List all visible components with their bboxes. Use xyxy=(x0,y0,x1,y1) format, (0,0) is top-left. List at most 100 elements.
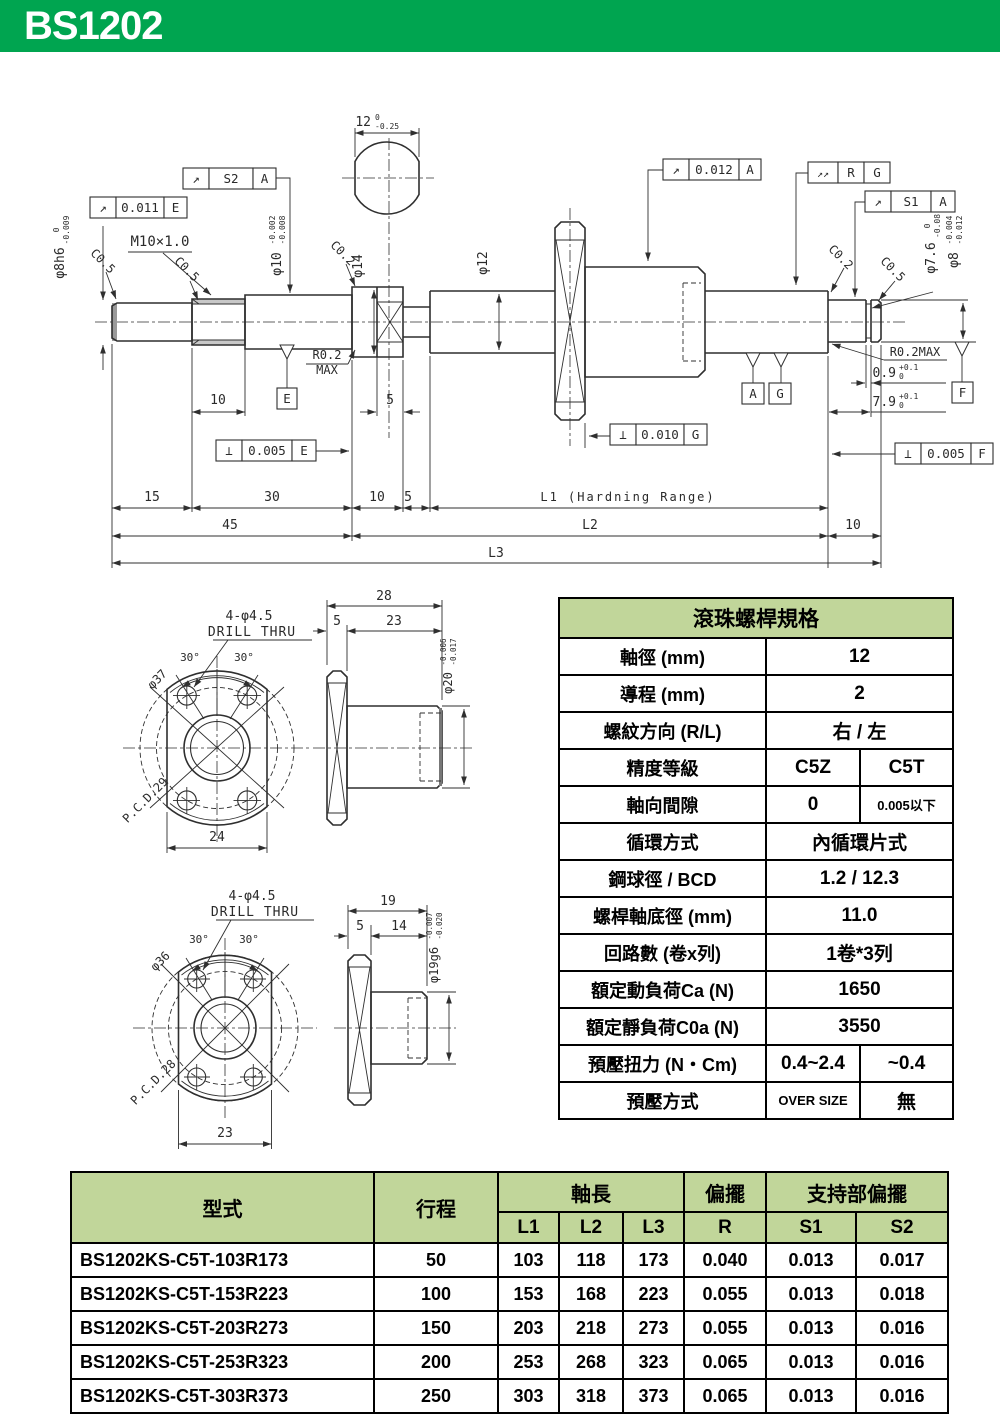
dim-phi8-tol-lo: -0.012 xyxy=(955,215,964,244)
fillet-note: R0.2MAX xyxy=(890,345,941,359)
spec-value: 3550 xyxy=(764,1007,955,1046)
dim-length: 19 xyxy=(380,894,396,909)
dim-across-flats: 12 xyxy=(355,115,371,130)
fcf-runout-s1a-text: A xyxy=(939,194,947,209)
col-header-l2: L2 xyxy=(558,1211,624,1244)
dim-phi19g6: φ19g6 xyxy=(427,947,441,983)
model-table: 型式 行程 軸長 偏擺 支持部偏擺 L1 L2 L3 R S1 S2 BS120… xyxy=(70,1171,949,1414)
value-cell: 200 xyxy=(373,1344,499,1380)
dim-phi10-tol-lo: -0.008 xyxy=(278,215,287,244)
dim-journal-tol-hi: +0.1 xyxy=(899,392,918,401)
dim-phi7-6: φ7.6 xyxy=(924,242,939,273)
spec-value: 1.2 / 12.3 xyxy=(764,859,955,898)
fcf-perp-010g-text: ⊥ xyxy=(619,427,627,442)
fcf-runout-s1a-text: S1 xyxy=(903,194,918,209)
fcf-perp-005e-cell xyxy=(291,439,317,462)
model-name-cell: BS1202KS-C5T-303R373 xyxy=(70,1378,375,1414)
holes-note: DRILL THRU xyxy=(208,625,296,640)
fcf-perp-005e-text: E xyxy=(300,443,308,458)
dim-phi8h6: φ8h6 xyxy=(53,247,68,278)
dim-phi7-6-tol-hi: 0 xyxy=(923,223,932,228)
model-name-cell: BS1202KS-C5T-253R323 xyxy=(70,1344,375,1380)
dim-length: 10 xyxy=(845,518,861,533)
model-name-cell: BS1202KS-C5T-203R273 xyxy=(70,1310,375,1346)
value-cell: 0.013 xyxy=(765,1310,857,1346)
shaft-geometry xyxy=(95,128,976,568)
spec-label: 鋼球徑 / BCD xyxy=(558,859,767,898)
value-cell: 0.013 xyxy=(765,1242,857,1278)
value-cell: 0.018 xyxy=(855,1276,949,1312)
fcf-perp-005e-text: ⊥ xyxy=(225,443,233,458)
dim-length: L3 xyxy=(488,546,504,561)
dim-width: 23 xyxy=(217,1126,233,1141)
dim-phi8: φ8 xyxy=(947,252,962,268)
spec-table: 滾珠螺桿規格 軸徑 (mm) 12 導程 (mm) 2 螺紋方向 (R/L) 右… xyxy=(557,597,955,1120)
dim-length: 5 xyxy=(333,614,341,629)
model-name-cell: BS1202KS-C5T-153R223 xyxy=(70,1276,375,1312)
fcf-runout-s2a-text: ↗ xyxy=(192,171,200,186)
thread-label: M10×1.0 xyxy=(130,234,189,250)
spec-label: 螺桿軸底徑 (mm) xyxy=(558,896,767,935)
col-header-runout: 偏擺 xyxy=(683,1171,767,1213)
spec-label: 預壓扭力 (N・Cm) xyxy=(558,1044,767,1083)
dim-groove-tol-hi: +0.1 xyxy=(899,363,918,372)
spec-value: C5Z xyxy=(765,748,861,787)
dim-length: L2 xyxy=(582,518,598,533)
value-cell: 0.013 xyxy=(765,1276,857,1312)
fcf-perp-005f-text: 0.005 xyxy=(927,446,965,461)
fcf-total-runout-rg-text: R xyxy=(847,165,855,180)
dim-length: 45 xyxy=(222,518,238,533)
value-cell: 268 xyxy=(558,1344,624,1380)
value-cell: 223 xyxy=(622,1276,685,1312)
dim-phi8h6-tol-hi: 0 xyxy=(52,227,61,232)
holes-note: 4-φ4.5 xyxy=(229,889,276,904)
dim-length: 5 xyxy=(404,490,412,505)
value-cell: 253 xyxy=(497,1344,560,1380)
spec-label: 導程 (mm) xyxy=(558,674,767,713)
fcf-runout-s2a-text: S2 xyxy=(223,171,238,186)
datum-box-e-text: E xyxy=(283,391,291,406)
value-cell: 218 xyxy=(558,1310,624,1346)
dim-phi14: φ14 xyxy=(351,254,366,278)
value-cell: 50 xyxy=(373,1242,499,1278)
dim-across-flats-tol-hi: 0 xyxy=(375,113,380,122)
fcf-total-runout-rg-text: ↗↗ xyxy=(817,169,829,180)
dim-phi8h6-tol-lo: -0.009 xyxy=(62,215,71,244)
dim-phi12: φ12 xyxy=(476,251,491,274)
fcf-runout-s2a-cell xyxy=(252,167,277,190)
value-cell: 173 xyxy=(622,1242,685,1278)
fcf-perp-005f-text: ⊥ xyxy=(904,446,912,461)
value-cell: 0.013 xyxy=(765,1344,857,1380)
value-cell: 373 xyxy=(622,1378,685,1414)
dim-phi7-6-tol-lo: -0.08 xyxy=(933,214,942,238)
value-cell: 323 xyxy=(622,1344,685,1380)
col-header-s1: S1 xyxy=(765,1211,857,1244)
value-cell: 118 xyxy=(558,1242,624,1278)
value-cell: 303 xyxy=(497,1378,560,1414)
fcf-perp-005e-text: 0.005 xyxy=(248,443,286,458)
dim-groove: 0.9 xyxy=(873,366,896,381)
col-header-support-runout: 支持部偏擺 xyxy=(765,1171,949,1213)
value-cell: 318 xyxy=(558,1378,624,1414)
fcf-runout-011e-text: ↗ xyxy=(99,200,107,215)
dim-groove-tol-lo: 0 xyxy=(899,372,904,381)
dim-length: 5 xyxy=(356,919,364,934)
value-cell: 0.055 xyxy=(683,1310,767,1346)
datum-box-a-cell xyxy=(741,382,765,405)
value-cell: 168 xyxy=(558,1276,624,1312)
fillet-note: R0.2 xyxy=(313,348,342,362)
spec-label: 額定動負荷Ca (N) xyxy=(558,970,767,1009)
dim-length: 10 xyxy=(369,490,385,505)
dim-phi8-tol-hi: -0.004 xyxy=(945,215,954,244)
spec-value: OVER SIZE xyxy=(765,1081,861,1120)
dim-pcd29: P.C.D.29 xyxy=(120,775,171,826)
spec-label: 軸向間隙 xyxy=(558,785,767,824)
spec-value: 無 xyxy=(858,1081,955,1120)
spec-value: 11.0 xyxy=(764,896,955,935)
fcf-runout-s1a-text: ↗ xyxy=(874,194,882,209)
